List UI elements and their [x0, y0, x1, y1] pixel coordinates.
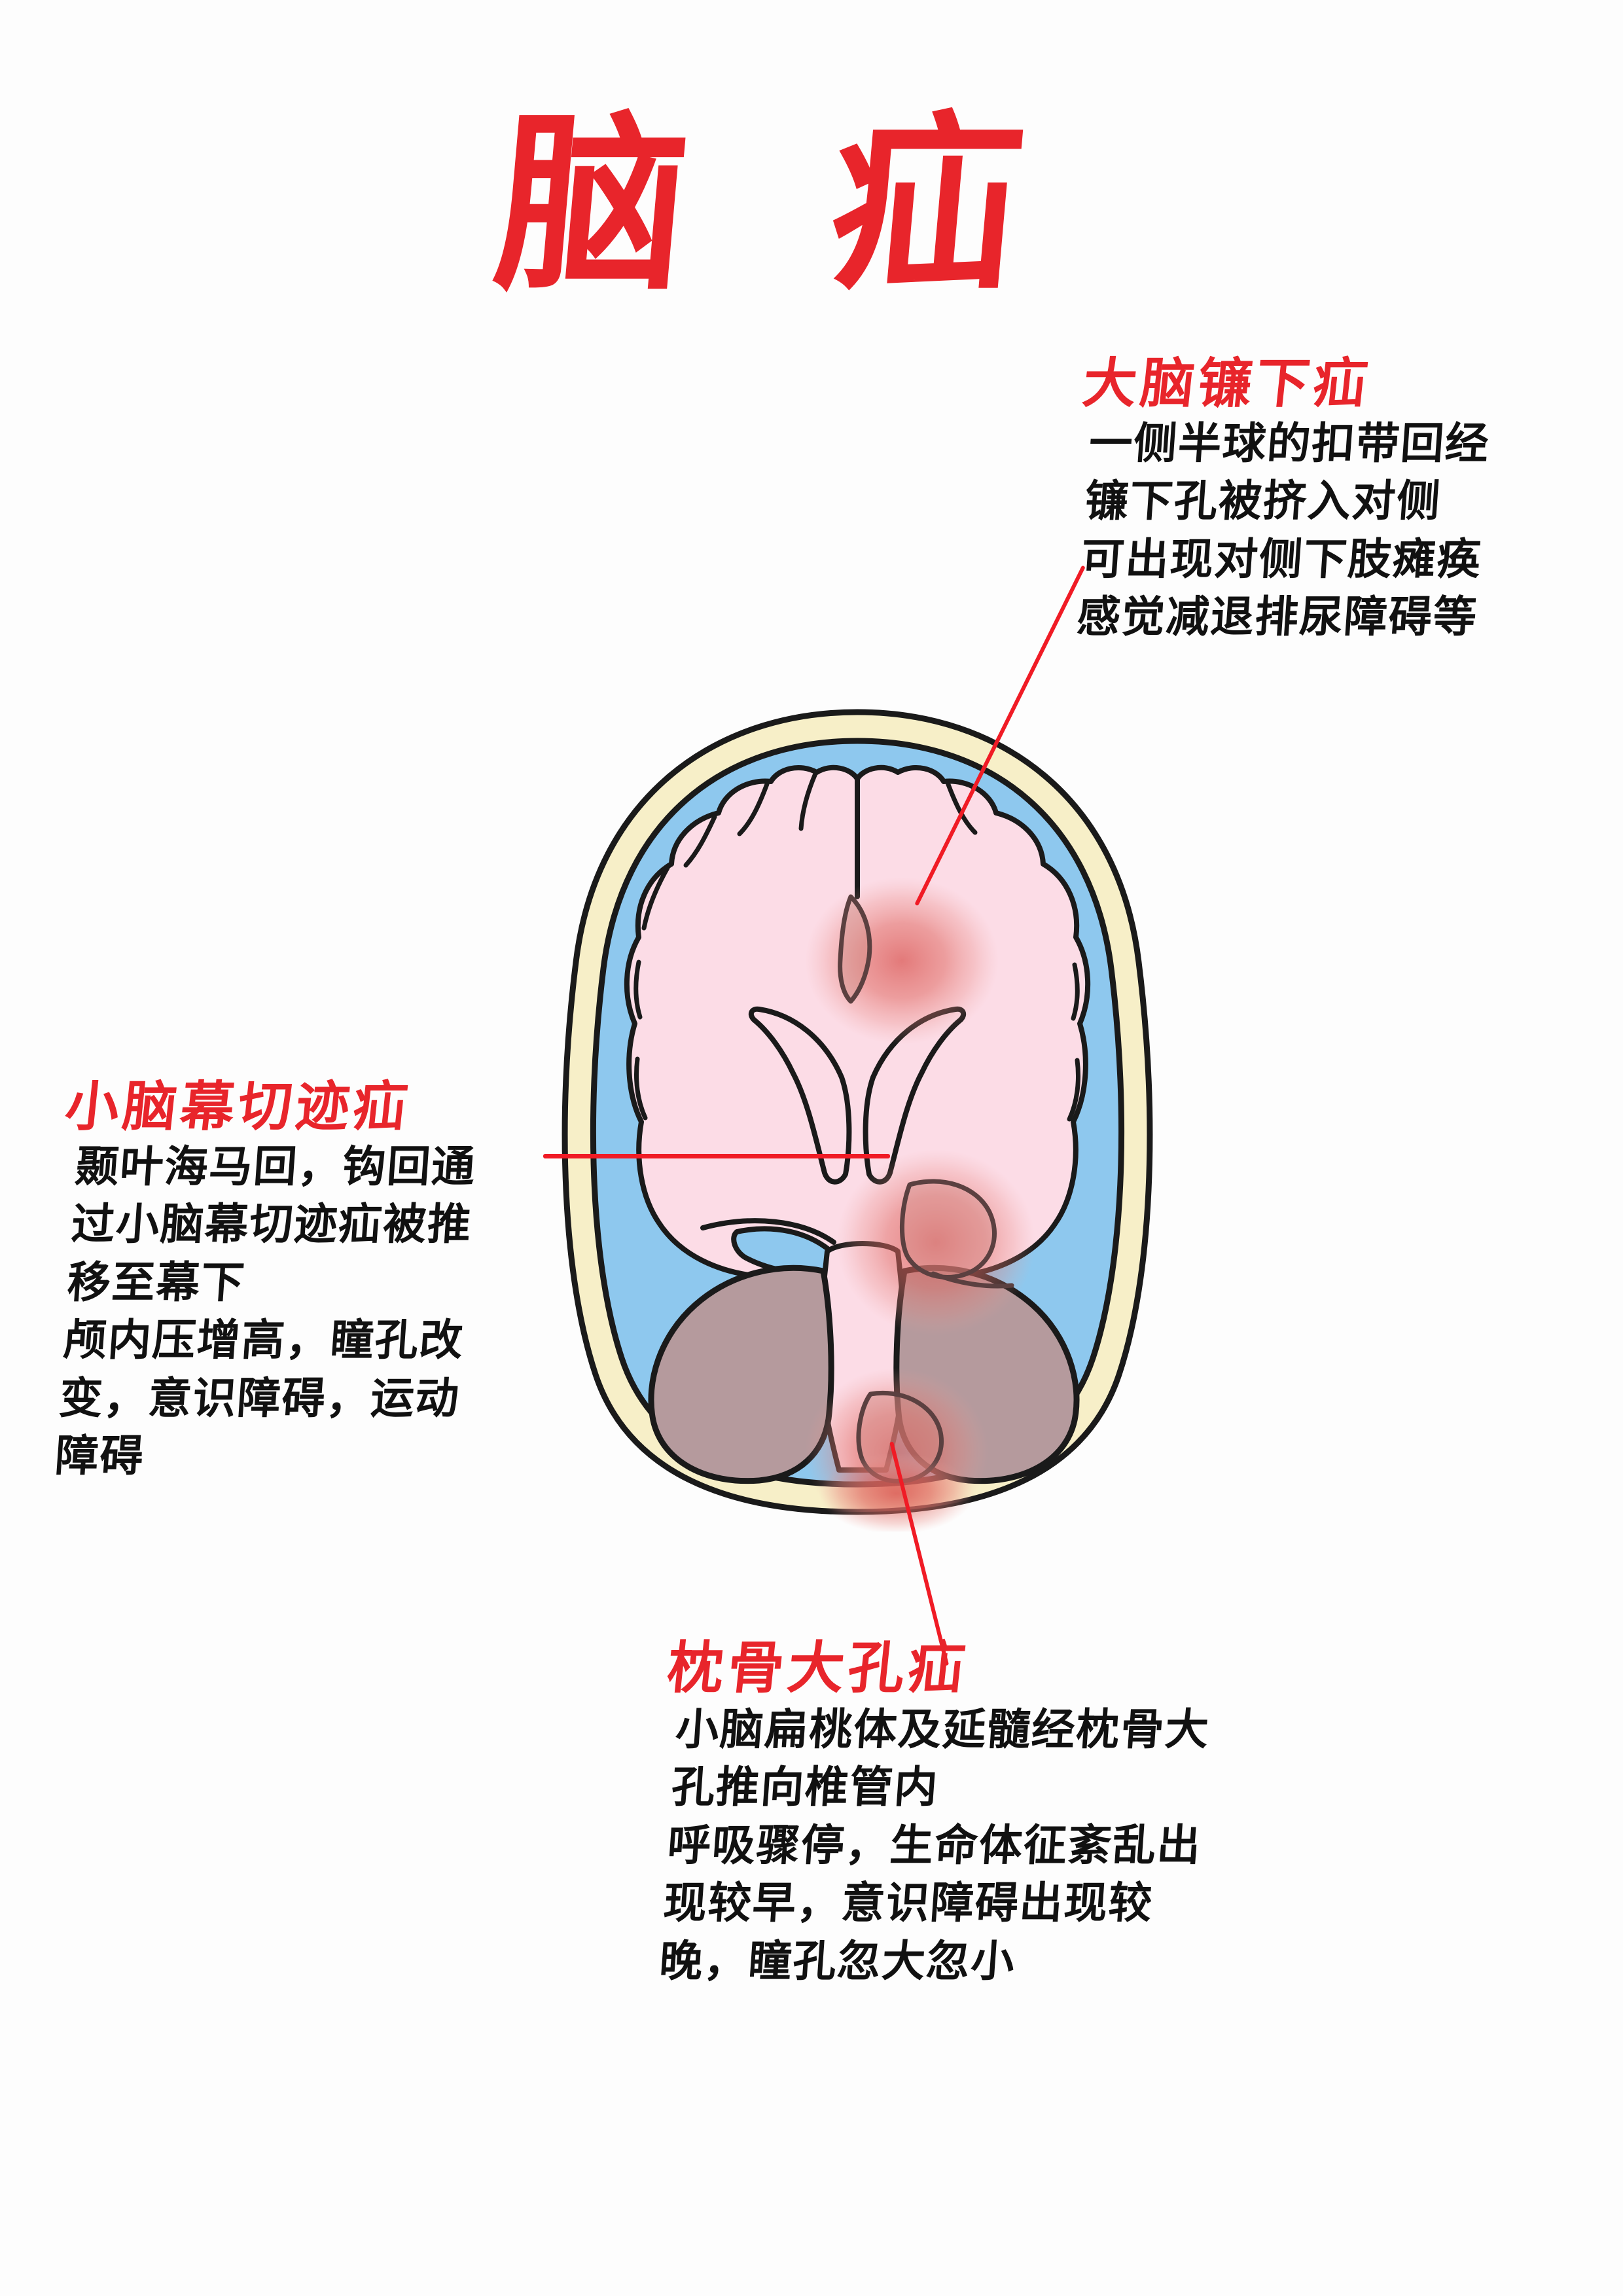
cerebellum-left [648, 1265, 834, 1484]
annotation-body-tentorial: 颞叶海马回，钩回通 过小脑幕切迹疝被推 移至幕下 颅内压增高，瞳孔改 变，意识障… [53, 1138, 601, 1486]
annotation-foramen-magnum-herniation: 枕骨大孔疝 小脑扁桃体及延髓经枕骨大 孔推向椎管内 呼吸骤停，生命体征紊乱出 现… [658, 1636, 1335, 1990]
annotation-heading-tentorial: 小脑幕切迹疝 [62, 1076, 415, 1138]
annotation-line: 一侧半球的扣带回经 [1087, 418, 1492, 469]
annotation-line: 现较早，意识障碍出现较 [662, 1878, 1155, 1929]
annotation-line: 呼吸骤停，生命体征紊乱出 [666, 1820, 1204, 1871]
coronal-brain-diagram [543, 700, 1171, 1532]
annotation-body-foramen-magnum: 小脑扁桃体及延髓经枕骨大 孔推向椎管内 呼吸骤停，生命体征紊乱出 现较早，意识障… [658, 1701, 1346, 1990]
herniation-subfalcine [805, 877, 999, 1045]
leader-line-tentorial [543, 1154, 890, 1158]
annotation-line: 小脑扁桃体及延髓经枕骨大 [673, 1704, 1212, 1755]
annotation-heading-subfalcine: 大脑镰下疝 [1080, 353, 1375, 415]
annotation-body-subfalcine: 一侧半球的扣带回经 镰下孔被挤入对侧 可出现对侧下肢瘫痪 感觉减退排尿障碍等 [1075, 415, 1615, 647]
annotation-line: 变，意识障碍，运动 [58, 1373, 462, 1424]
annotation-subfalcine-herniation: 大脑镰下疝 一侧半球的扣带回经 镰下孔被挤入对侧 可出现对侧下肢瘫痪 感觉减退排… [1075, 353, 1607, 647]
brain-svg [562, 709, 1153, 1532]
annotation-line: 障碍 [53, 1431, 147, 1482]
annotation-tentorial-herniation: 小脑幕切迹疝 颞叶海马回，钩回通 过小脑幕切迹疝被推 移至幕下 颅内压增高，瞳孔… [54, 1076, 589, 1486]
annotation-line: 孔推向椎管内 [669, 1762, 940, 1813]
annotation-line: 过小脑幕切迹疝被推 [69, 1199, 474, 1250]
annotation-line: 可出现对侧下肢瘫痪 [1079, 534, 1484, 585]
annotation-line: 晚，瞳孔忽大忽小 [657, 1935, 1018, 1986]
annotation-line: 移至幕下 [65, 1257, 247, 1308]
annotation-line: 感觉减退排尿障碍等 [1075, 592, 1480, 643]
annotation-line: 镰下孔被挤入对侧 [1083, 476, 1443, 527]
annotation-line: 颅内压增高，瞳孔改 [62, 1315, 466, 1366]
herniation-tentorial [836, 1149, 1035, 1335]
annotation-heading-foramen-magnum: 枕骨大孔疝 [664, 1636, 972, 1701]
herniation-plume [819, 1453, 974, 1532]
page-title: 脑 疝 [488, 96, 1071, 316]
annotation-line: 颞叶海马回，钩回通 [73, 1141, 478, 1193]
